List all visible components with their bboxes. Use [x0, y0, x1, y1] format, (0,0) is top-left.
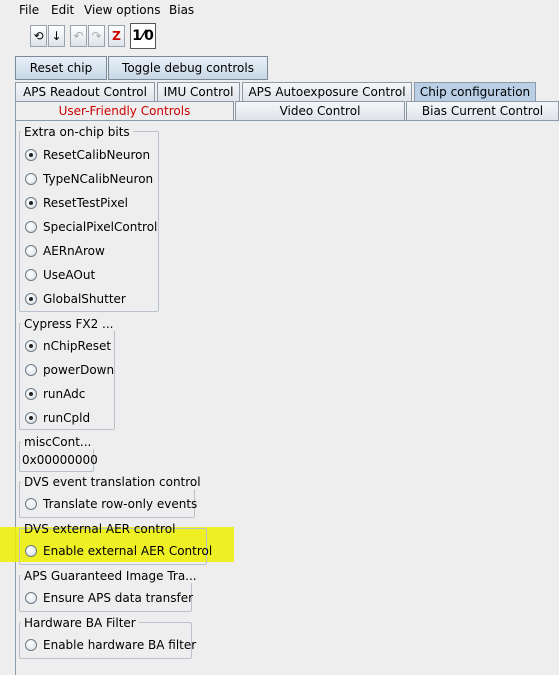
- menu-edit-label: Edit: [51, 3, 75, 17]
- radio-translate-row-only[interactable]: Translate row-only events: [25, 495, 197, 513]
- tab-chip-configuration[interactable]: Chip configuration: [414, 82, 536, 101]
- tab-user-friendly-controls[interactable]: User-Friendly Controls: [15, 101, 234, 120]
- radio-run-cpld[interactable]: runCpld: [25, 409, 90, 427]
- redo-icon[interactable]: ↷: [88, 25, 105, 47]
- radio-label: GlobalShutter: [43, 292, 126, 306]
- extra-on-chip-bits-title: Extra on-chip bits: [21, 125, 133, 139]
- radio-button-icon: [25, 149, 37, 161]
- tab-imu-control[interactable]: IMU Control: [157, 82, 240, 101]
- one-over-icon[interactable]: 1⁄0: [130, 23, 156, 49]
- dvs-external-aer-group: [19, 528, 207, 565]
- radio-enable-hardware-ba[interactable]: Enable hardware BA filter: [25, 636, 196, 654]
- reset-chip-button[interactable]: Reset chip: [15, 56, 107, 80]
- tab-aps-autoexposure[interactable]: APS Autoexposure Control: [242, 82, 412, 101]
- radio-use-a-out[interactable]: UseAOut: [25, 266, 95, 284]
- radio-button-icon: [25, 293, 37, 305]
- tab-bias-current-control[interactable]: Bias Current Control: [406, 101, 559, 120]
- radio-enable-external-aer[interactable]: Enable external AER Control: [25, 542, 212, 560]
- menu-bar: File Edit View options Bias: [0, 0, 559, 22]
- aps-guaranteed-title: APS Guaranteed Image Tra...: [21, 569, 200, 583]
- radio-button-icon: [25, 221, 37, 233]
- radio-button-icon: [25, 340, 37, 352]
- radio-button-icon: [25, 498, 37, 510]
- radio-aer-n-arow[interactable]: AERnArow: [25, 242, 105, 260]
- tab-aps-readout-label: APS Readout Control: [23, 85, 147, 99]
- controls-panel: [15, 120, 559, 675]
- radio-type-n-calib-neuron[interactable]: TypeNCalibNeuron: [25, 170, 153, 188]
- tab-user-friendly-controls-label: User-Friendly Controls: [58, 104, 191, 118]
- radio-run-adc[interactable]: runAdc: [25, 385, 85, 403]
- hardware-ba-title: Hardware BA Filter: [21, 616, 139, 630]
- radio-button-icon: [25, 545, 37, 557]
- download-icon[interactable]: ↓: [48, 25, 65, 47]
- tab-chip-configuration-label: Chip configuration: [419, 85, 531, 99]
- radio-special-pixel-control[interactable]: SpecialPixelControl: [25, 218, 157, 236]
- radio-global-shutter[interactable]: GlobalShutter: [25, 290, 126, 308]
- radio-button-icon: [25, 639, 37, 651]
- menu-edit[interactable]: Edit: [51, 3, 74, 17]
- menu-bias-label: Bias: [169, 3, 195, 17]
- radio-button-icon: [25, 592, 37, 604]
- zz-icon[interactable]: Z: [108, 25, 125, 47]
- radio-label: Enable external AER Control: [43, 544, 213, 558]
- radio-label: nChipReset: [43, 339, 112, 353]
- toggle-debug-label: Toggle debug controls: [122, 61, 254, 75]
- cypress-fx2-title: Cypress FX2 ...: [21, 317, 117, 331]
- highlight-marker: [0, 527, 234, 562]
- one-over-label: 1⁄0: [132, 28, 154, 44]
- misc-control-value[interactable]: 0x00000000: [22, 453, 98, 467]
- reset-chip-label: Reset chip: [29, 61, 93, 75]
- tab-bias-current-control-label: Bias Current Control: [421, 104, 544, 118]
- radio-label: TypeNCalibNeuron: [43, 172, 154, 186]
- radio-label: Enable hardware BA filter: [43, 638, 197, 652]
- radio-label: runAdc: [43, 387, 86, 401]
- tab-aps-autoexposure-label: APS Autoexposure Control: [248, 85, 406, 99]
- menu-bias[interactable]: Bias: [169, 3, 194, 17]
- radio-reset-calib-neuron[interactable]: ResetCalibNeuron: [25, 146, 150, 164]
- radio-label: UseAOut: [43, 268, 96, 282]
- radio-n-chip-reset[interactable]: nChipReset: [25, 337, 111, 355]
- radio-label: Ensure APS data transfer: [43, 591, 194, 605]
- tab-video-control-label: Video Control: [279, 104, 361, 118]
- tab-video-control[interactable]: Video Control: [235, 101, 405, 120]
- radio-button-icon: [25, 412, 37, 424]
- radio-button-icon: [25, 173, 37, 185]
- menu-file[interactable]: File: [19, 3, 39, 17]
- menu-file-label: File: [19, 3, 40, 17]
- radio-button-icon: [25, 388, 37, 400]
- menu-view-options-label: View options: [84, 3, 161, 17]
- radio-label: powerDown: [43, 363, 115, 377]
- menu-view-options[interactable]: View options: [84, 3, 161, 17]
- tab-aps-readout[interactable]: APS Readout Control: [15, 82, 155, 101]
- radio-label: AERnArow: [43, 244, 105, 258]
- radio-ensure-aps-transfer[interactable]: Ensure APS data transfer: [25, 589, 193, 607]
- dvs-external-aer-title: DVS external AER control: [24, 522, 176, 536]
- radio-label: runCpld: [43, 411, 91, 425]
- misc-control-title: miscCont...: [21, 435, 95, 449]
- undo-icon[interactable]: ↶: [70, 25, 87, 47]
- dvs-translation-title: DVS event translation control: [21, 475, 204, 489]
- revert-icon[interactable]: ⟲: [30, 25, 47, 47]
- radio-button-icon: [25, 269, 37, 281]
- radio-reset-test-pixel[interactable]: ResetTestPixel: [25, 194, 128, 212]
- toggle-debug-button[interactable]: Toggle debug controls: [108, 56, 268, 80]
- radio-power-down[interactable]: powerDown: [25, 361, 114, 379]
- radio-label: SpecialPixelControl: [43, 220, 158, 234]
- radio-label: ResetTestPixel: [43, 196, 128, 210]
- tab-imu-control-label: IMU Control: [163, 85, 234, 99]
- radio-button-icon: [25, 197, 37, 209]
- radio-button-icon: [25, 245, 37, 257]
- radio-label: ResetCalibNeuron: [43, 148, 151, 162]
- radio-label: Translate row-only events: [43, 497, 198, 511]
- radio-button-icon: [25, 364, 37, 376]
